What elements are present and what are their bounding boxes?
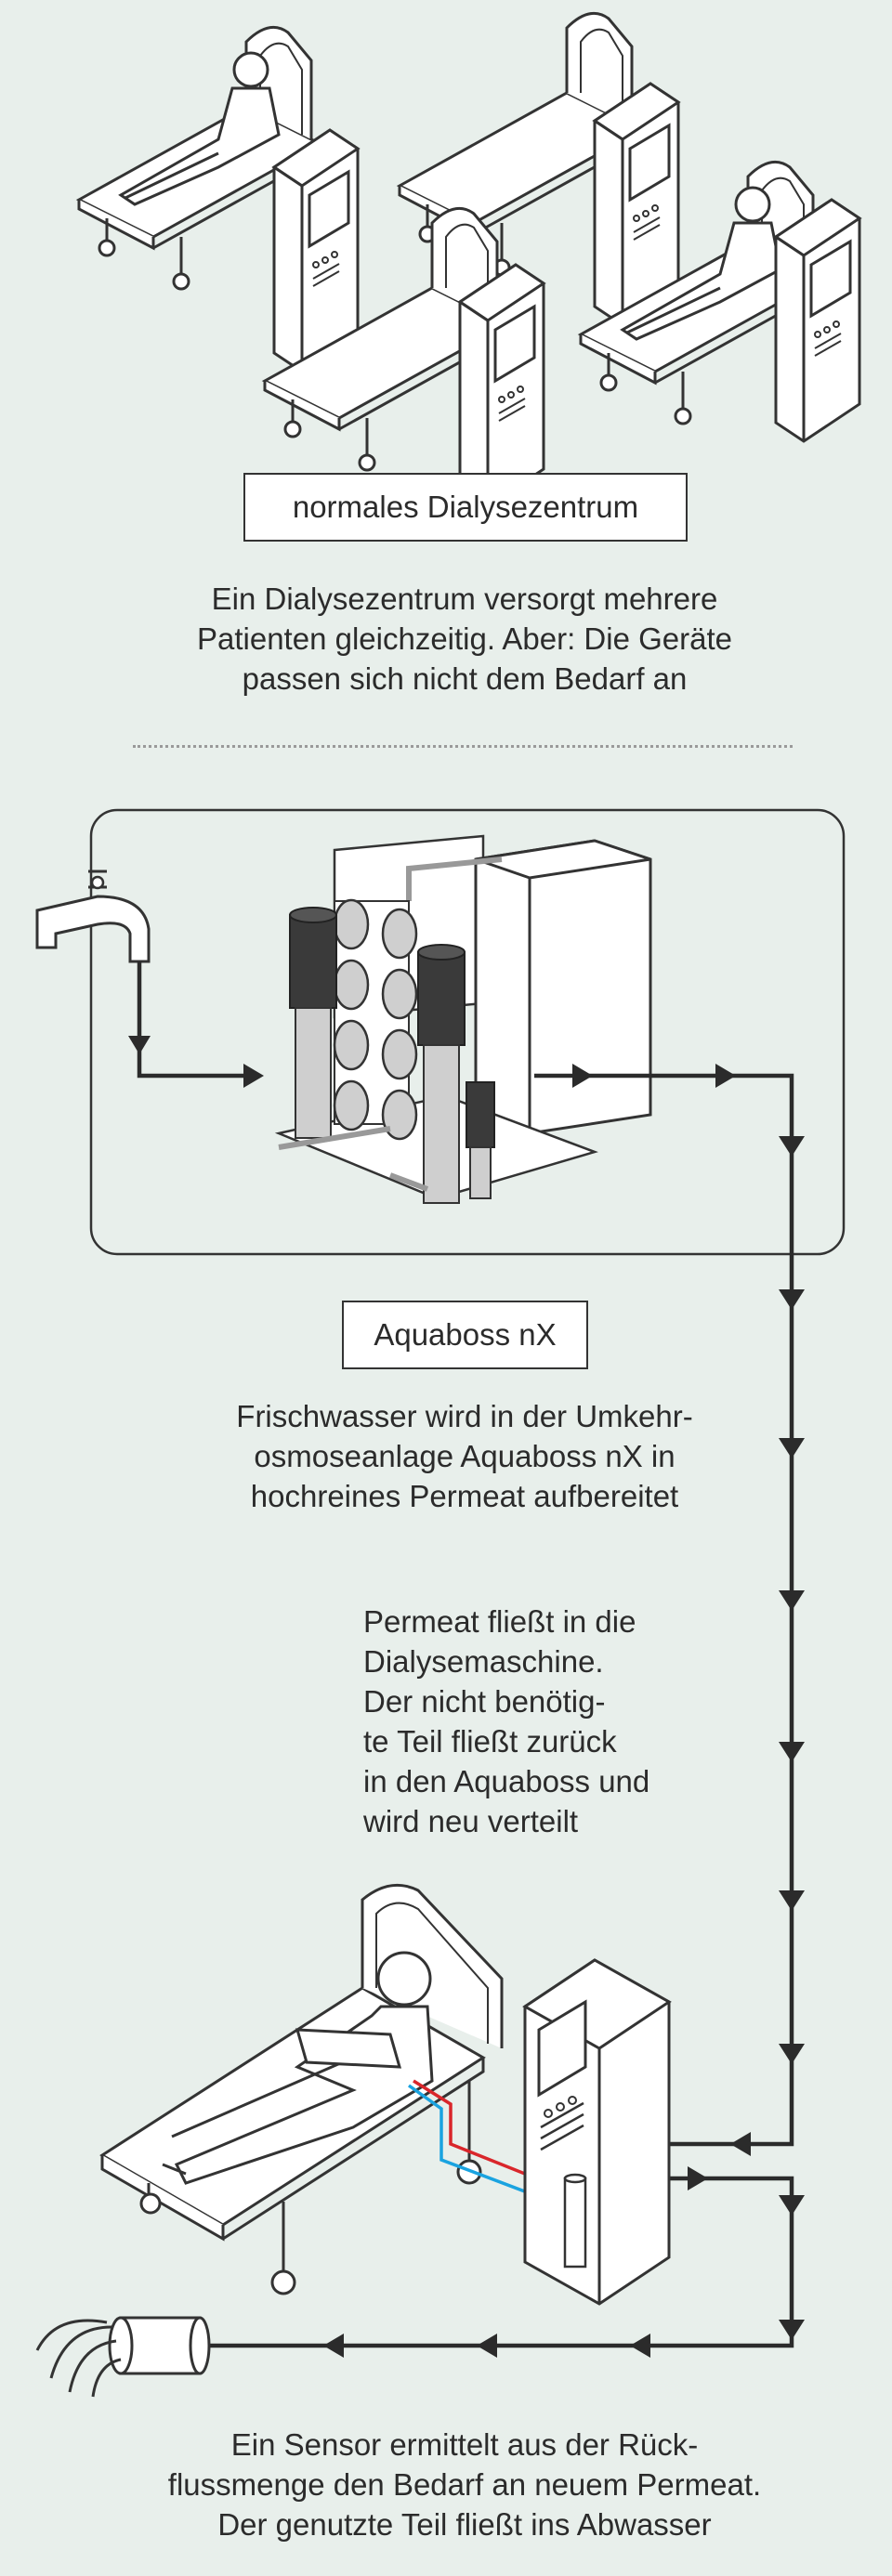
permeat-description: Permeat fließt in die Dialysemaschine. D… xyxy=(363,1602,735,1841)
description-line: flussmenge den Bedarf an neuem Permeat. xyxy=(167,2467,762,2502)
dialysis-center-description: Ein Dialysezentrum versorgt mehrere Pati… xyxy=(93,579,836,699)
aquaboss-machine xyxy=(274,834,652,1204)
description-line: osmoseanlage Aquaboss nX in xyxy=(254,1439,676,1473)
description-line: hochreines Permeat aufbereitet xyxy=(250,1479,679,1513)
aquaboss-frame xyxy=(89,808,846,1256)
faucet-icon xyxy=(35,870,151,963)
description-line: passen sich nicht dem Bedarf an xyxy=(242,661,688,696)
dialysis-center-illustration xyxy=(77,11,861,508)
aquaboss-label: Aquaboss nX xyxy=(342,1301,588,1369)
aquaboss-description: Frischwasser wird in der Umkehr- osmosea… xyxy=(139,1396,790,1516)
description-line: Der genutzte Teil fließt ins Abwasser xyxy=(217,2507,712,2542)
description-line: Frischwasser wird in der Umkehr- xyxy=(236,1399,693,1433)
drain-pipe-icon xyxy=(35,2316,211,2398)
description-line: Ein Sensor ermittelt aus der Rück- xyxy=(230,2427,699,2462)
flow-arrows xyxy=(128,1036,805,2358)
dialysis-center-label: normales Dialysezentrum xyxy=(243,473,688,542)
description-line: Der nicht benötig- xyxy=(363,1684,606,1719)
section-divider xyxy=(133,745,793,748)
bottom-bed-patient xyxy=(99,1883,504,2295)
description-line: in den Aquaboss und xyxy=(363,1764,650,1798)
description-line: Permeat fließt in die xyxy=(363,1604,636,1639)
description-line: Dialysemaschine. xyxy=(363,1644,604,1679)
description-line: te Teil fließt zurück xyxy=(363,1724,617,1759)
sensor-description: Ein Sensor ermittelt aus der Rück- fluss… xyxy=(56,2425,873,2544)
description-line: wird neu verteilt xyxy=(363,1804,579,1838)
description-line: Ein Dialysezentrum versorgt mehrere xyxy=(211,582,718,616)
description-line: Patienten gleichzeitig. Aber: Die Geräte xyxy=(196,621,732,656)
bottom-dialysis-machine xyxy=(522,1958,672,2306)
